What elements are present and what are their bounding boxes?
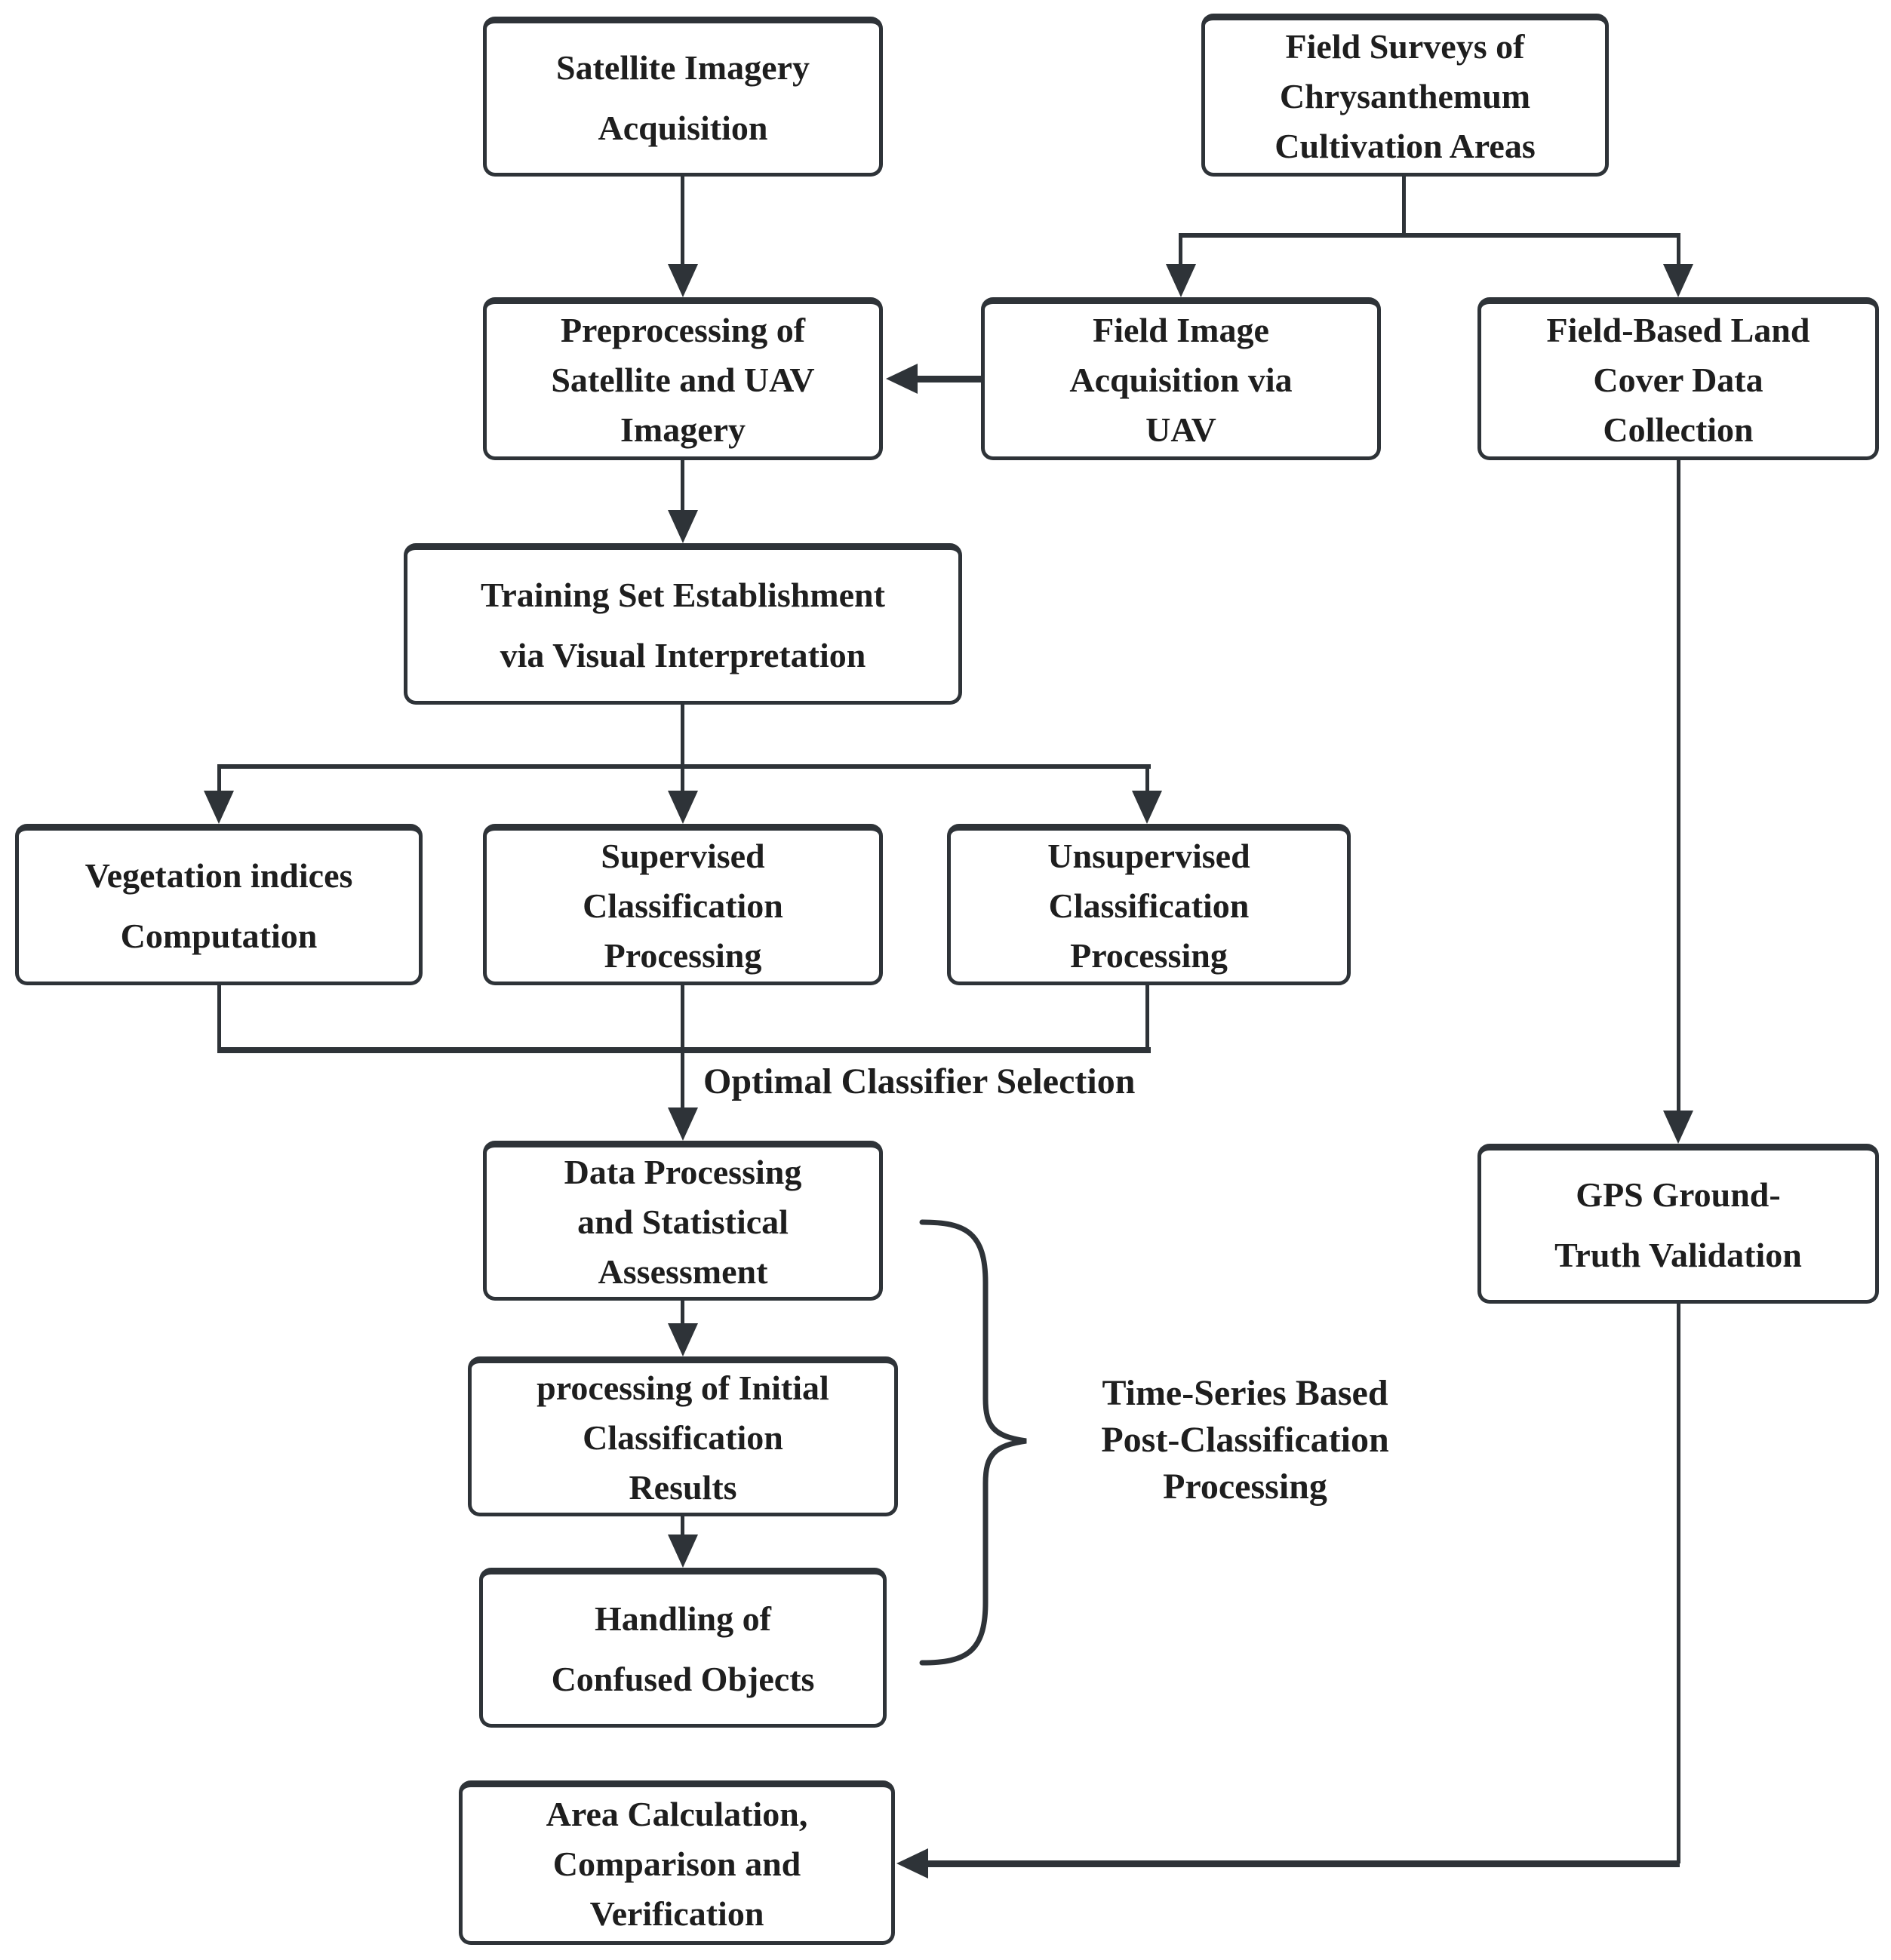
connector-gps-down — [1677, 1304, 1680, 1863]
connector-gps-to-areacalc — [928, 1860, 1680, 1867]
box-text-line: Unsupervised — [1047, 837, 1250, 875]
box-field-surveys: Field Surveys of Chrysanthemum Cultivati… — [1201, 14, 1609, 177]
box-text-line: Vegetation indices — [85, 856, 353, 895]
box-text-line: Preprocessing of — [560, 311, 806, 349]
box-text-line: Acquisition — [598, 109, 768, 147]
box-data-processing-statistical: Data Processing and Statistical Assessme… — [483, 1141, 883, 1301]
connector-split-to-fieldimage — [1179, 234, 1182, 266]
arrowhead-down-icon — [1663, 1111, 1693, 1144]
connector-supervised-down — [681, 985, 684, 1050]
box-text-line: Comparison and — [552, 1845, 801, 1883]
box-text-line: UAV — [1145, 410, 1216, 449]
box-text-line: Classification — [583, 886, 783, 925]
box-training-set-establishment: Training Set Establishment via Visual In… — [404, 543, 962, 705]
box-text-line: Verification — [589, 1894, 764, 1933]
box-text-line: Satellite and UAV — [551, 361, 815, 399]
arrowhead-down-icon — [1663, 264, 1693, 297]
arrowhead-down-icon — [204, 791, 234, 824]
box-text-line: Processing — [1070, 936, 1228, 975]
connector-vegetation-down — [217, 985, 221, 1050]
label-text-line: Time-Series Based — [1102, 1373, 1388, 1413]
box-text-line: Results — [629, 1468, 737, 1507]
box-preprocessing: Preprocessing of Satellite and UAV Image… — [483, 297, 883, 460]
arrowhead-down-icon — [1132, 791, 1162, 824]
connector-training-stem — [681, 705, 684, 766]
box-text-line: Confused Objects — [551, 1660, 815, 1698]
box-text-line: GPS Ground- — [1576, 1175, 1781, 1214]
connector-fieldbased-to-gps — [1677, 460, 1680, 1112]
box-text-line: Supervised — [601, 837, 765, 875]
box-text-line: Chrysanthemum — [1279, 77, 1531, 115]
box-area-calculation: Area Calculation, Comparison and Verific… — [459, 1780, 895, 1945]
box-gps-ground-truth: GPS Ground- Truth Validation — [1477, 1144, 1879, 1304]
arrowhead-down-icon — [668, 1323, 698, 1356]
box-field-based-land-cover: Field-Based Land Cover Data Collection — [1477, 297, 1879, 460]
connector-optimal-selection-stem — [681, 1050, 684, 1109]
connector-unsupervised-down — [1145, 985, 1149, 1050]
box-text-line: Truth Validation — [1554, 1236, 1802, 1274]
box-text-line: via Visual Interpretation — [500, 636, 866, 674]
box-text-line: Collection — [1603, 410, 1754, 449]
box-text-line: Cover Data — [1593, 361, 1763, 399]
arrowhead-left-icon — [896, 1848, 928, 1879]
arrowhead-down-icon — [1166, 264, 1196, 297]
curly-brace-icon — [919, 1219, 1027, 1666]
box-text-line: Imagery — [620, 410, 746, 449]
box-processing-initial-results: processing of Initial Classification Res… — [468, 1356, 898, 1516]
box-field-image-acquisition-uav: Field Image Acquisition via UAV — [981, 297, 1381, 460]
box-text-line: Satellite Imagery — [556, 48, 810, 87]
box-text-line: Acquisition via — [1069, 361, 1293, 399]
box-text-line: Training Set Establishment — [481, 576, 885, 614]
box-text-line: Processing — [604, 936, 762, 975]
arrowhead-down-icon — [668, 1107, 698, 1141]
connector-to-vegetation — [217, 765, 221, 792]
connector-fieldimage-to-preprocessing — [918, 376, 982, 382]
box-text-line: Classification — [1048, 886, 1250, 925]
box-text-line: Field Surveys of — [1285, 27, 1525, 66]
box-text-line: processing of Initial — [537, 1369, 829, 1407]
arrowhead-down-icon — [668, 264, 698, 297]
connector-fieldsurveys-split — [1179, 233, 1680, 238]
label-text-line: Processing — [1163, 1467, 1327, 1507]
box-text-line: Computation — [120, 917, 318, 955]
label-optimal-classifier-selection: Optimal Classifier Selection — [703, 1061, 1136, 1101]
box-supervised-classification: Supervised Classification Processing — [483, 824, 883, 985]
arrowhead-down-icon — [668, 791, 698, 824]
connector-split-to-fieldbased — [1677, 234, 1680, 266]
box-text-line: and Statistical — [577, 1203, 789, 1241]
box-unsupervised-classification: Unsupervised Classification Processing — [947, 824, 1351, 985]
connector-dataproc-to-initial — [681, 1301, 684, 1325]
connector-to-supervised — [681, 765, 684, 792]
box-text-line: Handling of — [595, 1599, 771, 1638]
box-vegetation-indices: Vegetation indices Computation — [15, 824, 423, 985]
connector-preprocessing-to-training — [681, 460, 684, 512]
box-text-line: Data Processing — [564, 1153, 802, 1191]
connector-fieldsurveys-stem — [1402, 177, 1406, 235]
arrowhead-down-icon — [668, 1535, 698, 1568]
box-satellite-imagery-acquisition: Satellite Imagery Acquisition — [483, 17, 883, 177]
box-text-line: Cultivation Areas — [1275, 127, 1536, 165]
box-text-line: Assessment — [598, 1252, 768, 1291]
connector-to-unsupervised — [1145, 765, 1149, 792]
box-text-line: Field-Based Land — [1546, 311, 1810, 349]
box-text-line: Area Calculation, — [546, 1795, 808, 1833]
connector-initial-to-confused — [681, 1516, 684, 1536]
box-text-line: Field Image — [1093, 311, 1269, 349]
label-time-series-post-classification: Time-Series Based Post-Classification Pr… — [1011, 1370, 1479, 1510]
connector-satellite-to-preprocessing — [681, 177, 684, 266]
box-handling-confused-objects: Handling of Confused Objects — [479, 1568, 887, 1728]
arrowhead-left-icon — [886, 364, 918, 394]
box-text-line: Classification — [583, 1418, 783, 1457]
arrowhead-down-icon — [668, 510, 698, 543]
label-text-line: Post-Classification — [1101, 1420, 1389, 1460]
